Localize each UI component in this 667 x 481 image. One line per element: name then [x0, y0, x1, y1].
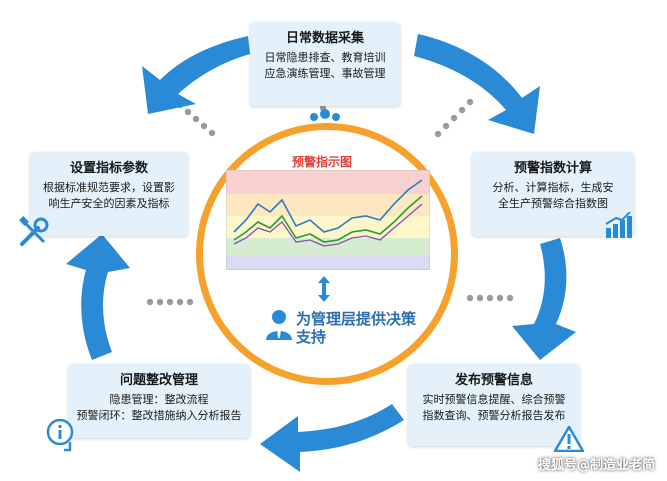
box-title: 设置指标参数 [69, 161, 148, 176]
box-text: 全生产预警综合指数图 [498, 197, 608, 210]
manager-icon [266, 310, 292, 340]
box-title: 预警指数计算 [513, 161, 592, 176]
chart-title: 预警指示图 [292, 155, 353, 169]
box-text: 日常隐患排查、教育培训 [264, 51, 386, 64]
box-title: 问题整改管理 [119, 373, 198, 388]
tools-icon [19, 216, 49, 246]
box-text: 分析、计算指标，生成安 [492, 181, 614, 194]
up-down-arrow-icon [318, 276, 330, 302]
box-index-calculation: 预警指数计算 分析、计算指标，生成安 全生产预警综合指数图 [472, 152, 634, 238]
box-text: 应急演练管理、事故管理 [264, 67, 386, 80]
box-text: 隐患管理：整改流程 [109, 393, 209, 406]
box-text: 指数查询、预警分析报告发布 [422, 409, 566, 422]
box-publish-warning: 发布预警信息 实时预警信息提醒、综合预警 指数查询、预警分析报告发布 [408, 364, 584, 452]
box-rectification: 问题整改管理 隐患管理：整改流程 预警闭环：整改措施纳入分析报告 [46, 364, 250, 452]
box-text: 预警闭环：整改措施纳入分析报告 [76, 409, 242, 422]
box-set-parameters: 设置指标参数 根据标准规范要求，设置影 响生产安全的因素及指标 [19, 152, 188, 246]
warning-index-chart [226, 170, 430, 270]
box-text: 实时预警信息提醒、综合预警 [422, 393, 566, 406]
box-data-collection: 日常数据采集 日常隐患排查、教育培训 应急演练管理、事故管理 [250, 22, 400, 130]
decision-support-text: 为管理层提供决策支持 [296, 310, 417, 346]
bar-chart-icon [605, 212, 632, 238]
watermark: 搜狐号@制造业老简 [537, 458, 655, 473]
box-text: 响生产安全的因素及指标 [48, 197, 170, 210]
box-title: 日常数据采集 [285, 31, 364, 46]
info-icon [46, 418, 74, 452]
box-text: 根据标准规范要求，设置影 [43, 181, 175, 194]
box-title: 发布预警信息 [454, 373, 533, 388]
warning-icon [554, 426, 584, 452]
